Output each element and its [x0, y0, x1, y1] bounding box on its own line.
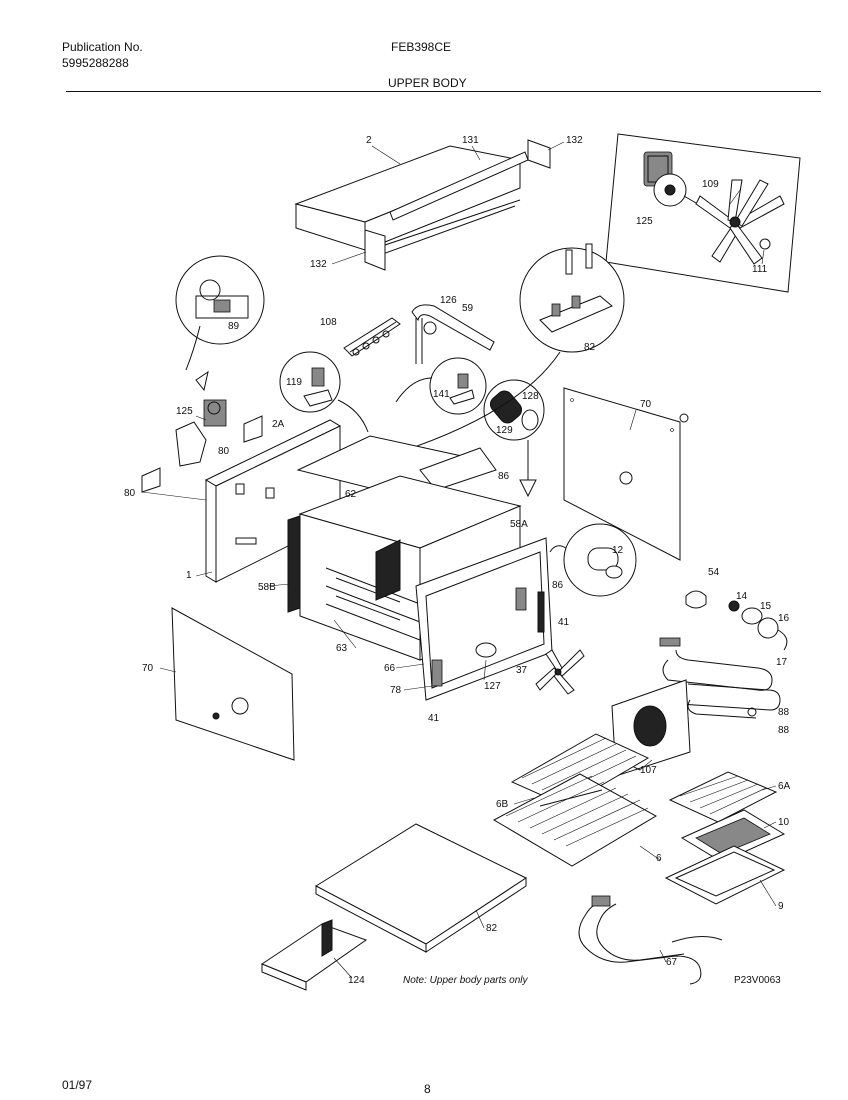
fan-blade-37: [535, 649, 585, 695]
label-2A: 2A: [272, 419, 285, 430]
drawer-124: [260, 919, 368, 991]
inset-141: [429, 357, 487, 415]
label-88-b: 88: [778, 725, 790, 736]
label-132-top: 132: [566, 135, 583, 146]
vent-tube-59: [411, 304, 495, 364]
top-cover-assembly: [294, 139, 551, 271]
label-111: 111: [752, 264, 768, 275]
label-132-bottom: 132: [310, 259, 327, 270]
label-82-inset: 82: [584, 342, 596, 353]
label-41-right: 41: [558, 617, 570, 628]
label-86-mid: 86: [552, 580, 564, 591]
label-80-lower: 80: [124, 488, 136, 499]
label-131: 131: [462, 135, 479, 146]
footer-date: 01/97: [62, 1078, 93, 1092]
broiler-insert-10: [680, 809, 786, 863]
label-15: 15: [760, 601, 772, 612]
label-70-right: 70: [640, 399, 652, 410]
light-assembly-12: [549, 523, 637, 597]
bracket-80-lower: [141, 467, 161, 493]
label-80-upper: 80: [218, 446, 230, 457]
inset-89: [175, 255, 265, 392]
label-14: 14: [736, 591, 748, 602]
label-126: 126: [440, 295, 457, 306]
broiler-pan-9: [664, 845, 786, 905]
label-63: 63: [336, 643, 348, 654]
publication-number: 5995288288: [62, 56, 129, 70]
section-title: UPPER BODY: [388, 76, 467, 90]
thermostat-125-left: [175, 399, 227, 467]
bottom-panel-82: [314, 823, 528, 953]
label-125-left: 125: [176, 406, 193, 417]
label-127: 127: [484, 681, 501, 692]
inset-82: [519, 243, 625, 353]
header-rule: [66, 91, 821, 92]
footer-page-number: 8: [424, 1082, 431, 1096]
label-141: 141: [433, 389, 450, 400]
oven-rack-6: [492, 773, 658, 867]
label-6B: 6B: [496, 799, 509, 810]
label-12: 12: [612, 545, 624, 556]
label-88-a: 88: [778, 707, 790, 718]
label-37: 37: [516, 665, 528, 676]
label-6: 6: [656, 853, 662, 864]
publication-label: Publication No.: [62, 40, 143, 54]
label-66: 66: [384, 663, 396, 674]
label-119: 119: [286, 377, 302, 388]
part-labels: 2 131 132 132 125 109 111 89 108 126 59 …: [124, 135, 791, 986]
label-59: 59: [462, 303, 474, 314]
label-109: 109: [702, 179, 719, 190]
bake-element-67: [578, 895, 723, 985]
oven-body-frame: [204, 419, 553, 701]
label-6A: 6A: [778, 781, 791, 792]
label-2: 2: [366, 135, 372, 146]
label-89: 89: [228, 321, 240, 332]
label-129: 129: [496, 425, 513, 436]
label-16: 16: [778, 613, 790, 624]
figure-code: P23V0063: [734, 975, 781, 986]
inset-128-129: [483, 379, 545, 441]
side-panel-right-70: [563, 387, 689, 561]
label-86-top: 86: [498, 471, 510, 482]
label-124: 124: [348, 975, 365, 986]
side-panel-left-70: [171, 607, 295, 761]
oven-light-parts: [685, 590, 788, 651]
label-125-inset: 125: [636, 216, 653, 227]
label-128: 128: [522, 391, 539, 402]
label-58A: 58A: [510, 519, 528, 530]
label-67: 67: [666, 957, 678, 968]
element-terminals-108: [343, 317, 401, 357]
label-107: 107: [640, 765, 657, 776]
diagram-note: Note: Upper body parts only: [403, 975, 529, 986]
label-17: 17: [776, 657, 788, 668]
broiler-grid-6A: [668, 771, 778, 823]
label-62: 62: [345, 489, 357, 500]
label-82: 82: [486, 923, 498, 934]
label-70-left: 70: [142, 663, 154, 674]
convection-motor-inset: [605, 133, 801, 293]
label-41-bottom: 41: [428, 713, 440, 724]
label-1: 1: [186, 570, 192, 581]
label-10: 10: [778, 817, 790, 828]
inset-119: [279, 351, 341, 413]
model-number: FEB398CE: [391, 40, 452, 54]
label-54: 54: [708, 567, 720, 578]
leader-lines: [141, 141, 777, 979]
label-58B: 58B: [258, 582, 276, 593]
label-9: 9: [778, 901, 784, 912]
label-108: 108: [320, 317, 337, 328]
label-78: 78: [390, 685, 402, 696]
bracket-80-upper: [243, 415, 263, 443]
